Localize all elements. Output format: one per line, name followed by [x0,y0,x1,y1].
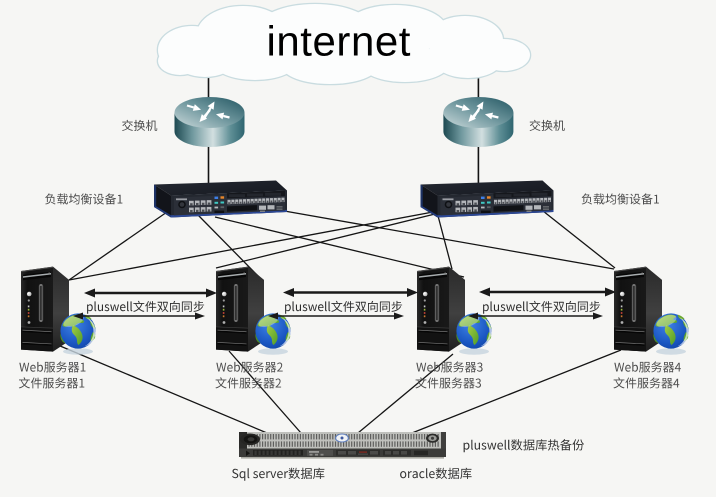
svg-text:internet: internet [267,18,412,65]
